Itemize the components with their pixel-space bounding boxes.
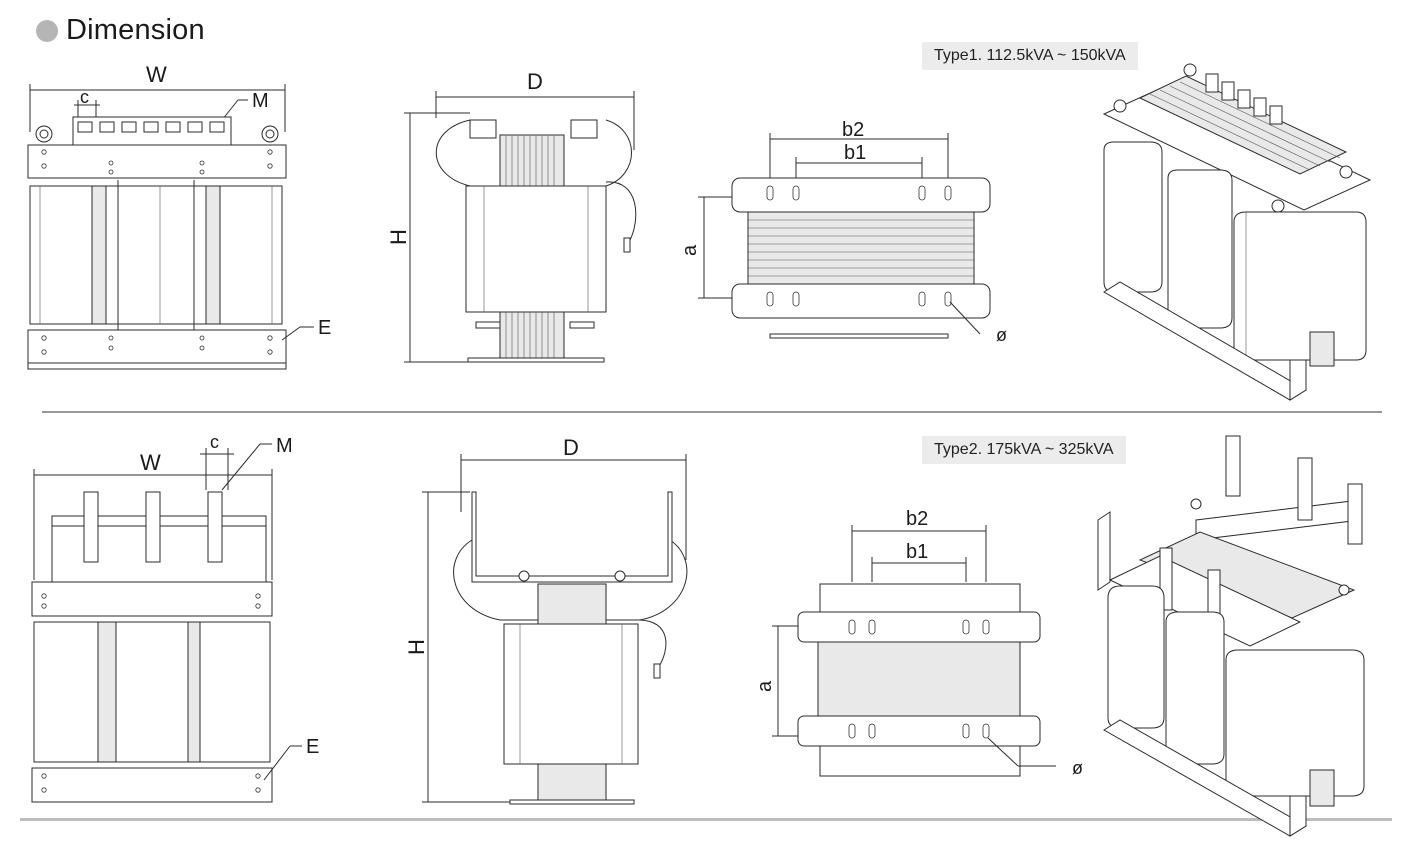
type2-front-m-label: M: [276, 435, 293, 457]
page-title: Dimension: [66, 14, 205, 46]
type2-side-view: D H: [404, 435, 688, 805]
type2-top-b1-label: b1: [906, 541, 928, 563]
type1-top-phi-label: ø: [996, 325, 1007, 345]
type1-front-c-label: c: [80, 87, 89, 107]
type1-side-h-label: H: [386, 229, 411, 245]
type1-front-view: W c M: [27, 62, 331, 370]
type2-side-h-label: H: [404, 639, 429, 655]
bottom-divider: [20, 818, 1392, 821]
type1-front-e-label: E: [318, 317, 331, 339]
type1-side-d-label: D: [527, 69, 543, 94]
type2-front-e-label: E: [306, 736, 319, 758]
type1-top-b2-label: b2: [842, 119, 864, 141]
type2-top-phi-label: ø: [1072, 758, 1083, 778]
type2-top-b2-label: b2: [906, 508, 928, 530]
type2-label: Type2. 175kVA ~ 325kVA: [922, 436, 1126, 464]
bullet-circle-icon: [36, 19, 58, 42]
type1-top-a-label: a: [679, 244, 701, 256]
type1-front-w-label: W: [146, 62, 167, 87]
type1-top-b1-label: b1: [844, 142, 866, 164]
type2-isometric-view: [1097, 435, 1365, 837]
type1-top-view: b2 b1 a ø: [679, 119, 1007, 345]
type2-front-w-label: W: [140, 450, 161, 475]
section-header: Dimension: [36, 14, 205, 47]
type1-side-view: D H: [386, 69, 637, 363]
type1-label: Type1. 112.5kVA ~ 150kVA: [922, 42, 1138, 70]
type1-front-m-label: M: [252, 90, 269, 112]
type1-isometric-view: [1102, 63, 1372, 401]
type2-top-view: b2 b1 a ø: [754, 508, 1083, 778]
section-divider: [42, 411, 1382, 413]
type2-top-a-label: a: [754, 680, 776, 692]
type2-side-d-label: D: [563, 435, 579, 460]
type2-front-view: W c M E: [31, 432, 319, 803]
type2-front-c-label: c: [210, 432, 219, 452]
